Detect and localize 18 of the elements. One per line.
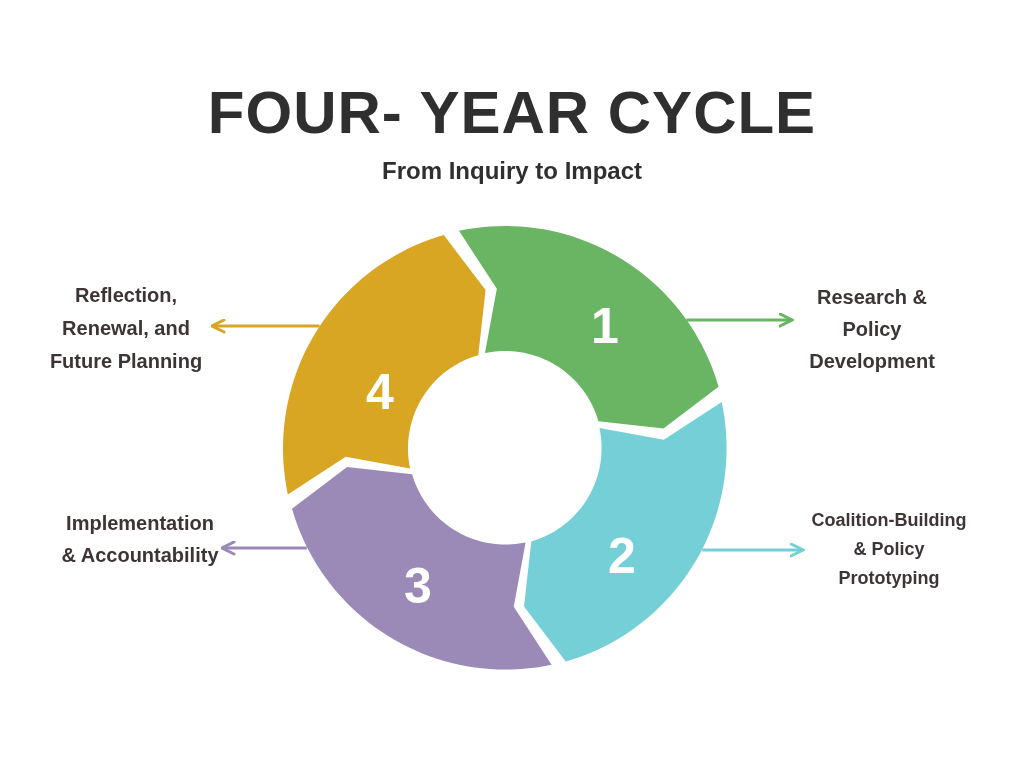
- step-number: 4: [366, 367, 394, 417]
- step-number: 2: [608, 531, 636, 581]
- arrow: [686, 312, 794, 328]
- stage-label: Research & Policy Development: [808, 285, 936, 374]
- cycle-segment: [291, 467, 552, 670]
- arrow: [210, 318, 320, 334]
- step-number: 1: [591, 301, 619, 351]
- step-number: 3: [404, 561, 432, 611]
- cycle-segment: [524, 401, 727, 662]
- cycle-segment: [458, 226, 719, 429]
- subtitle: From Inquiry to Impact: [381, 157, 643, 185]
- title: FOUR- YEAR CYCLE: [206, 78, 818, 147]
- stage-label: Reflection, Renewal, and Future Planning: [48, 283, 204, 374]
- arrow: [702, 542, 805, 558]
- stage-label: Coalition-Building & Policy Prototyping: [810, 509, 968, 590]
- arrow: [220, 540, 307, 556]
- stage-label: Implementation & Accountability: [60, 511, 220, 568]
- cycle-segment: [283, 234, 486, 495]
